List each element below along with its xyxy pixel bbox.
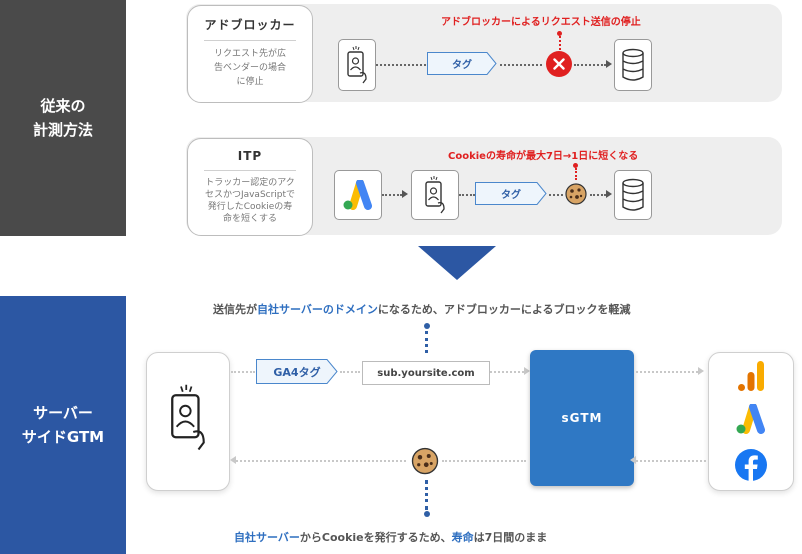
vendors-card (708, 352, 794, 491)
itp-desc: トラッカー認定のアク セスかつJavaScriptで 発行したCookieの寿 … (204, 178, 296, 224)
flow-line (549, 194, 563, 196)
return-flow-line (636, 460, 706, 462)
top-note-part1: 送信先が (213, 303, 257, 316)
itp-tag-arrow: タグ (475, 182, 547, 205)
flow-arrowhead (698, 367, 704, 375)
flow-line (636, 371, 698, 373)
adblocker-title: アドブロッカー (204, 18, 296, 32)
sgtm-box: sGTM (530, 350, 634, 486)
side-label-server-side: サーバー サイドGTM (0, 296, 126, 554)
flow-line (490, 371, 524, 373)
flow-line (574, 64, 606, 66)
side-label-conventional: 従来の 計測方法 (0, 0, 126, 236)
facebook-icon (735, 449, 767, 481)
top-note-part3: になるため、アドブロッカーによるブロックを軽減 (377, 303, 631, 316)
itp-title: ITP (237, 149, 263, 163)
adblocker-divider (204, 40, 296, 41)
flow-line (382, 194, 402, 196)
bottom-note: 自社サーバーからCookieを発行するため、寿命は7日間のまま (234, 529, 547, 545)
database-icon (622, 178, 644, 211)
phone-user-icon (347, 46, 367, 84)
flow-line (376, 64, 426, 66)
bottom-note-marker-line (425, 480, 428, 510)
block-x-icon (546, 51, 572, 77)
bottom-note-marker-dot (424, 511, 430, 517)
flow-line (500, 64, 542, 66)
analytics-icon (738, 361, 764, 391)
bottom-note-highlight2: 寿命 (451, 531, 474, 544)
flow-line (590, 194, 606, 196)
adblocker-desc: リクエスト先が広 告ベンダーの場合 に停止 (213, 49, 286, 87)
domain-box: sub.yoursite.com (362, 361, 490, 385)
top-note-highlight: 自社サーバーのドメイン (257, 303, 378, 316)
flow-line (459, 194, 475, 196)
flow-arrowhead (524, 367, 530, 375)
google-ads-icon (736, 404, 765, 434)
top-note: 送信先が自社サーバーのドメインになるため、アドブロッカーによるブロックを軽減 (213, 301, 631, 317)
return-arrowhead (630, 456, 636, 464)
cookie-icon (411, 447, 439, 475)
client-device-card (146, 352, 230, 491)
marker-dot (557, 31, 562, 36)
adblocker-note: アドブロッカーによるリクエスト送信の停止 (441, 17, 641, 28)
bottom-note-part2: からCookieを発行するため、 (299, 531, 452, 544)
phone-user-icon (425, 176, 445, 214)
ga4-tag-arrow: GA4タグ (256, 359, 338, 384)
flow-arrowhead (606, 60, 612, 68)
marker-line (575, 168, 577, 180)
flow-arrowhead (606, 190, 612, 198)
adblocker-tag-label: タグ (452, 60, 472, 71)
itp-google-ads-box (334, 170, 382, 220)
transition-arrow (418, 246, 496, 280)
itp-divider (204, 170, 296, 171)
return-flow-line (236, 460, 406, 462)
google-ads-icon (343, 180, 372, 210)
bottom-note-part4: は7日間のまま (473, 531, 548, 544)
adblocker-tag-arrow: タグ (427, 52, 497, 75)
flow-line (340, 371, 360, 373)
ga4-tag-label: GA4タグ (273, 365, 321, 379)
phone-user-icon (171, 384, 205, 451)
bottom-note-highlight1: 自社サーバー (234, 531, 300, 544)
return-arrowhead (230, 456, 236, 464)
adblocker-database-box (614, 39, 652, 91)
marker-line (559, 36, 561, 50)
flow-arrowhead (402, 190, 408, 198)
itp-database-box (614, 170, 652, 220)
top-note-marker-line (425, 331, 428, 353)
flow-line (231, 371, 255, 373)
domain-label: sub.yoursite.com (377, 367, 475, 379)
return-flow-line (442, 460, 526, 462)
adblocker-label-box: アドブロッカー リクエスト先が広 告ベンダーの場合 に停止 (187, 5, 313, 103)
adblocker-phone-box (338, 39, 376, 91)
cookie-icon (565, 183, 587, 205)
itp-phone-box (411, 170, 459, 220)
sgtm-label: sGTM (561, 411, 603, 425)
marker-dot (573, 163, 578, 168)
itp-note: Cookieの寿命が最大7日→1日に短くなる (448, 151, 639, 162)
itp-label-box: ITP トラッカー認定のアク セスかつJavaScriptで 発行したCooki… (187, 138, 313, 236)
itp-tag-label: タグ (501, 190, 521, 201)
database-icon (622, 48, 644, 81)
top-note-marker-dot (424, 323, 430, 329)
